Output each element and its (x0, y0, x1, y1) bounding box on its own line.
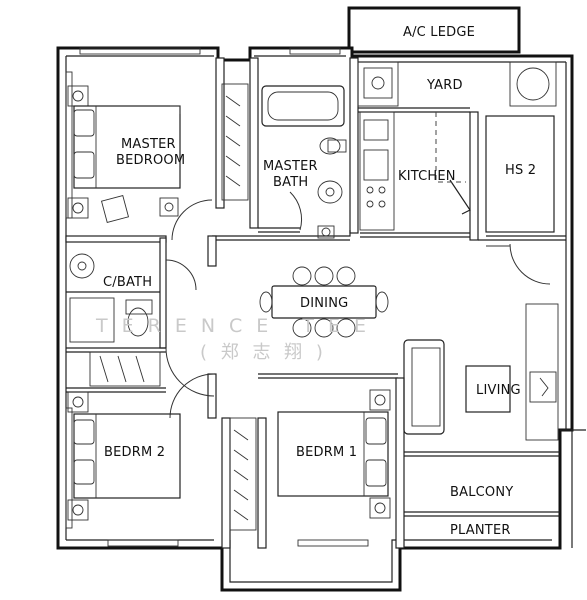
label-c-bath: C/BATH (103, 275, 152, 290)
label-bedrm2: BEDRM 2 (104, 445, 165, 460)
master-bed (73, 105, 181, 224)
cbath-fixtures (69, 253, 153, 343)
label-planter: PLANTER (450, 523, 511, 538)
bedrm2-bed (73, 413, 181, 499)
dining-set (259, 266, 389, 338)
columns (67, 85, 391, 521)
label-master-bath-line1: MASTER (263, 159, 318, 174)
wardrobes (89, 83, 257, 531)
windows (65, 47, 369, 547)
label-living: LIVING (476, 383, 521, 398)
label-hs2: HS 2 (505, 163, 536, 178)
doors (165, 179, 551, 419)
label-dining: DINING (300, 296, 348, 311)
label-balcony: BALCONY (450, 485, 513, 500)
label-bedrm1: BEDRM 1 (296, 445, 357, 460)
label-master-bath-line2: BATH (273, 175, 308, 190)
watermark-chinese: ( 郑 志 翔 ) (200, 342, 327, 363)
label-yard: YARD (426, 78, 463, 93)
label-kitchen: KITCHEN (398, 169, 456, 184)
master-bath-fixtures (261, 85, 347, 204)
label-master-bedroom-line2: BEDROOM (116, 153, 185, 168)
watermark: TERENCE TEE ( 郑 志 翔 ) (95, 315, 380, 363)
interior-walls (65, 57, 586, 549)
watermark-latin: TERENCE TEE (95, 315, 380, 337)
living-furniture (403, 339, 557, 435)
bedrm1-bed (277, 411, 389, 497)
kitchen-fixtures (357, 61, 557, 233)
label-ac-ledge: A/C LEDGE (403, 25, 475, 40)
label-master-bedroom-line1: MASTER (121, 137, 176, 152)
room-labels: A/C LEDGE YARD MASTER BEDROOM MASTER BAT… (103, 25, 536, 538)
